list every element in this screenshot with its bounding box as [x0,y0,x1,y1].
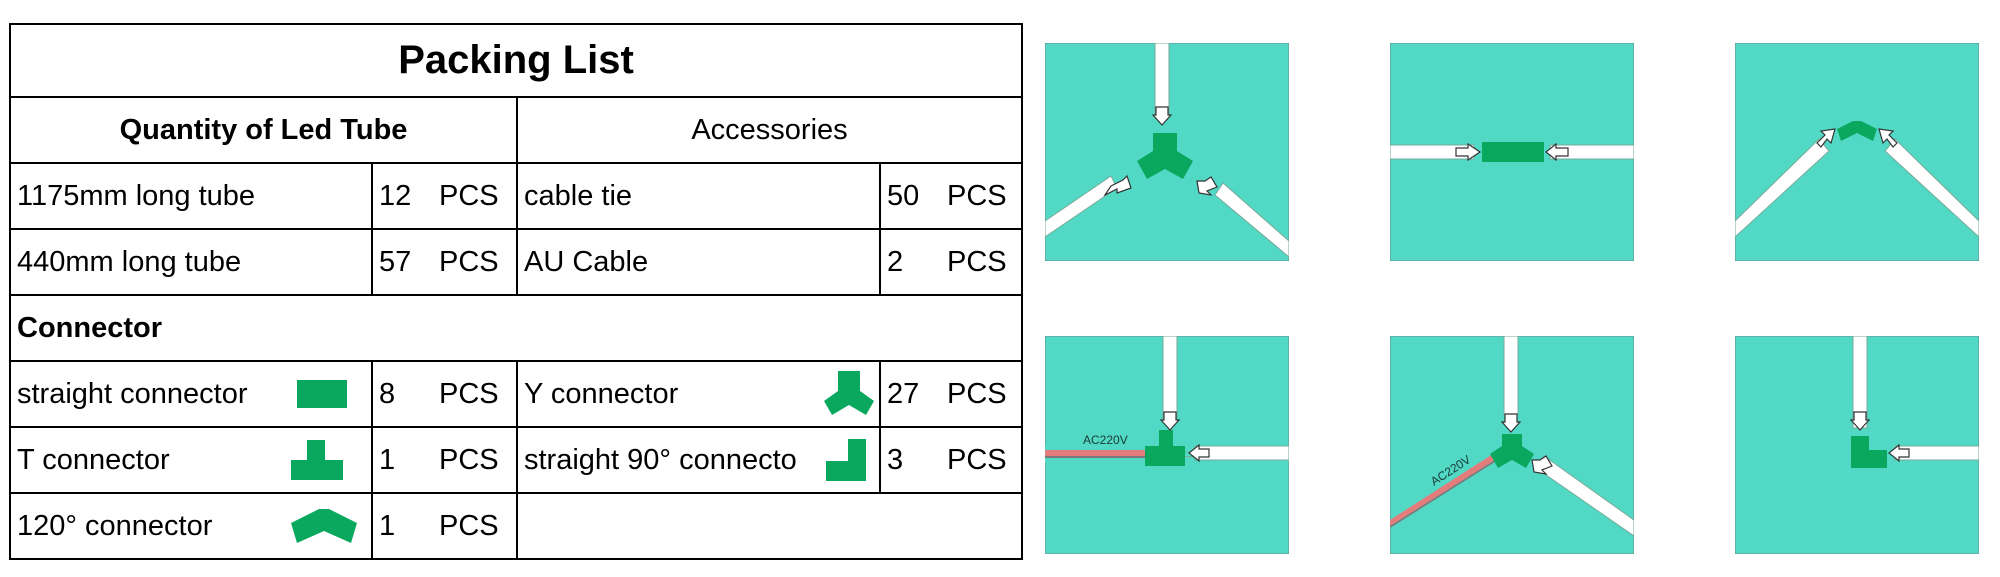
arrow-icon [1159,411,1181,431]
arrow-icon [1455,142,1482,162]
l-connector-icon [826,439,866,481]
arrow-icon [1196,176,1218,196]
connector-name: 120° connector [17,509,213,542]
arrow-icon [1103,174,1132,197]
straight-connector-icon [297,380,347,408]
connector-name: Y connector [524,377,679,410]
straight-connector-diagram [1390,43,1634,261]
arrow-icon [1188,443,1210,463]
arrow-icon [1500,413,1522,433]
t-connector-icon [291,440,343,480]
t-connector-shape [1145,446,1185,466]
header-row: Quantity of Led Tube Accessories [9,96,1023,164]
accessory-name: AU Cable [516,228,881,296]
l-connector-diagram [1735,336,1979,554]
connector-section-title: Connector [9,294,1023,362]
connector-name: straight connector [17,377,248,410]
straight-connector-shape [1482,142,1544,162]
empty-cell [516,492,1023,560]
accessory-name: cable tie [516,162,881,230]
y-connector-power-diagram: AC220V [1390,336,1634,554]
arrow-icon [1878,128,1898,148]
arrow-icon [1545,142,1569,162]
table-title: Packing List [9,23,1023,98]
120-connector-shape [1837,121,1877,141]
arrow-icon [1151,106,1173,126]
tube-name: 1175mm long tube [9,162,373,230]
accessories-header: Accessories [516,96,1023,164]
packing-list-table: Packing List Quantity of Led Tube Access… [9,23,1023,560]
y-connector-shape [1490,434,1534,468]
tube-quantity-header: Quantity of Led Tube [9,96,518,164]
tube-name: 440mm long tube [9,228,373,296]
arrow-icon [1888,443,1910,463]
arrow-icon [1531,455,1553,475]
title-row: Packing List [9,23,1023,98]
power-label: AC220V [1083,433,1128,447]
connector-name: straight 90° connecto [524,443,797,476]
120-connector-icon [291,509,357,543]
120-connector-diagram [1735,43,1979,261]
connector-name: T connector [17,443,170,476]
y-connector-shape [1137,133,1193,179]
arrow-icon [1816,128,1836,148]
t-connector-diagram: AC220V [1045,336,1289,554]
y-connector-diagram [1045,43,1289,261]
y-connector-icon [824,371,874,417]
arrow-icon [1849,411,1871,431]
section-row: Connector [9,294,1023,362]
